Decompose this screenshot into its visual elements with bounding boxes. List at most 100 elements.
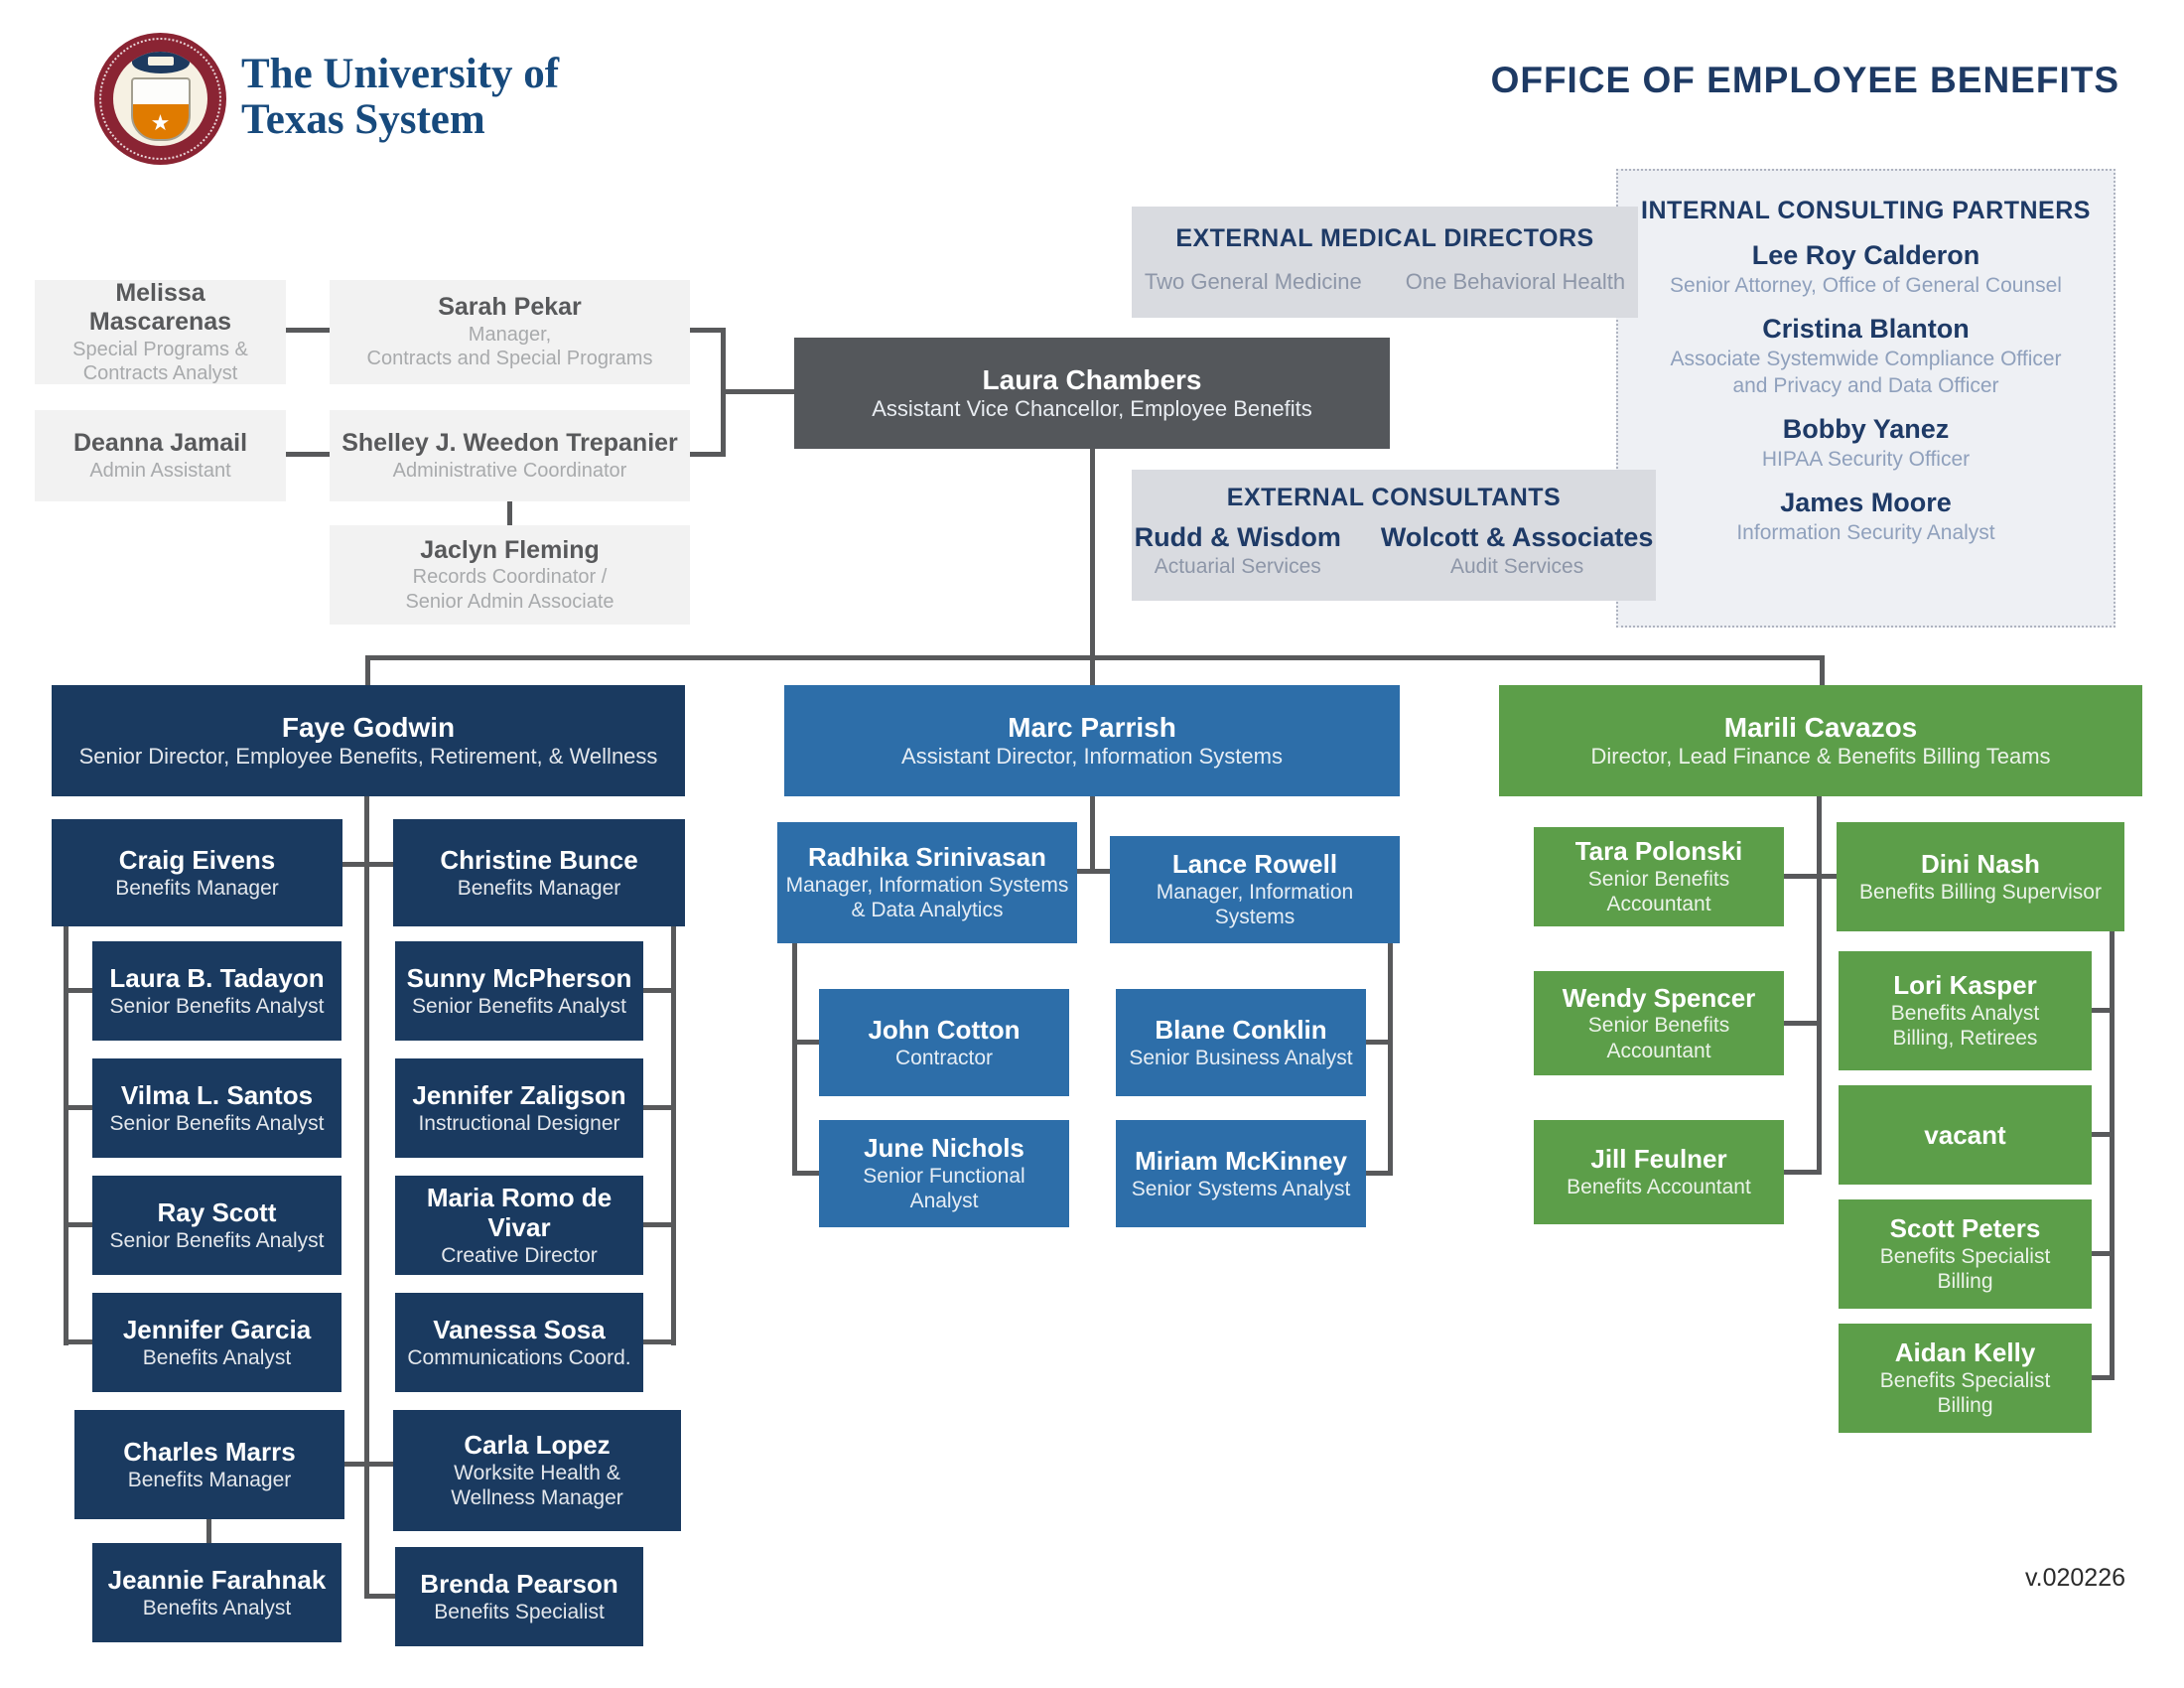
connector-line — [643, 988, 676, 993]
person-title: Benefits Analyst — [142, 1596, 292, 1619]
person-title: Assistant Director, Information Systems — [901, 744, 1283, 770]
org-node-lori-kasper: Lori Kasper Benefits Analyst Billing, Re… — [1839, 951, 2092, 1070]
person-title: Special Programs & Contracts Analyst — [72, 338, 248, 384]
person-title: Senior Benefits Analyst — [109, 1111, 325, 1135]
connector-line — [643, 1339, 676, 1344]
person-name: Jennifer Zaligson — [412, 1079, 626, 1110]
org-node-john-cotton: John Cotton Contractor — [819, 989, 1069, 1096]
org-node-marili-cavazos: Marili Cavazos Director, Lead Finance & … — [1499, 685, 2142, 796]
org-node-christine-bunce: Christine Bunce Benefits Manager — [393, 819, 685, 926]
person-name: Wendy Spencer — [1562, 982, 1756, 1013]
person-title: Director, Lead Finance & Benefits Billin… — [1590, 744, 2051, 770]
org-node-faye-godwin: Faye Godwin Senior Director, Employee Be… — [52, 685, 685, 796]
external-medical-directors-panel: EXTERNAL MEDICAL DIRECTORS Two General M… — [1132, 207, 1638, 318]
seal-ring — [99, 38, 221, 160]
person-name: Brenda Pearson — [420, 1568, 618, 1599]
consultant-entry: Wolcott & Associates Audit Services — [1381, 522, 1654, 579]
org-node-jaclyn-fleming: Jaclyn Fleming Records Coordinator / Sen… — [330, 525, 690, 625]
person-title: Admin Assistant — [89, 459, 231, 482]
org-node-aidan-kelly: Aidan Kelly Benefits Specialist Billing — [1839, 1324, 2092, 1433]
person-name: Vanessa Sosa — [433, 1314, 606, 1344]
org-node-carla-lopez: Carla Lopez Worksite Health & Wellness M… — [393, 1410, 681, 1531]
connector-line — [2110, 928, 2115, 1380]
person-name: Maria Romo de Vivar — [426, 1182, 613, 1243]
person-title: Senior Benefits Analyst — [109, 994, 325, 1018]
person-name: Dini Nash — [1921, 848, 2040, 879]
connector-line — [364, 1594, 395, 1599]
person-title: Manager, Information Systems & Data Anal… — [785, 873, 1069, 922]
internal-consulting-partners-panel: INTERNAL CONSULTING PARTNERS Lee Roy Cal… — [1616, 169, 2116, 628]
person-name: Charles Marrs — [123, 1436, 296, 1467]
connector-line — [1366, 1171, 1393, 1176]
person-title: Senior Benefits Accountant — [1587, 867, 1730, 916]
partner-entry: Cristina Blanton Associate Systemwide Co… — [1618, 314, 2114, 399]
partner-title: Senior Attorney, Office of General Couns… — [1670, 274, 2062, 298]
person-name: Shelley J. Weedon Trepanier — [341, 429, 678, 458]
person-name: Aidan Kelly — [1894, 1337, 2036, 1368]
panel-title: INTERNAL CONSULTING PARTNERS — [1641, 197, 2091, 224]
person-title: Senior Benefits Accountant — [1587, 1014, 1730, 1062]
page-title: OFFICE OF EMPLOYEE BENEFITS — [1490, 60, 2119, 100]
person-title: Records Coordinator / Senior Admin Assoc… — [405, 566, 614, 613]
org-node-jill-feulner: Jill Feulner Benefits Accountant — [1534, 1120, 1784, 1224]
person-title: Senior Functional Analyst — [863, 1164, 1025, 1213]
person-title: Benefits Manager — [457, 876, 621, 900]
org-node-vanessa-sosa: Vanessa Sosa Communications Coord. — [395, 1293, 643, 1392]
person-title: Senior Systems Analyst — [1131, 1177, 1351, 1200]
person-name: Jill Feulner — [1590, 1144, 1727, 1175]
connector-line — [64, 1339, 92, 1344]
person-name: Faye Godwin — [281, 712, 456, 744]
person-title: Senior Director, Employee Benefits, Reti… — [78, 744, 658, 770]
person-title: Administrative Coordinator — [392, 459, 627, 482]
connector-line — [2092, 1132, 2115, 1137]
partner-entry: Bobby Yanez HIPAA Security Officer — [1618, 414, 2114, 473]
org-node-jennifer-zaligson: Jennifer Zaligson Instructional Designer — [395, 1058, 643, 1158]
connector-line — [1784, 874, 1837, 879]
person-title: Senior Benefits Analyst — [109, 1228, 325, 1252]
person-title: Manager, Contracts and Special Programs — [366, 323, 653, 370]
person-name: Sunny McPherson — [406, 962, 632, 993]
org-node-laura-tadayon: Laura B. Tadayon Senior Benefits Analyst — [92, 941, 341, 1041]
seal-inner: ★ — [113, 52, 207, 146]
connector-line — [64, 923, 68, 1345]
person-title: Benefits Manager — [127, 1468, 292, 1491]
person-name: Ray Scott — [157, 1196, 277, 1227]
person-name: Jaclyn Fleming — [420, 535, 600, 564]
person-title: Instructional Designer — [418, 1111, 620, 1135]
connector-line — [64, 1222, 92, 1227]
org-node-jeannie-farahnak: Jeannie Farahnak Benefits Analyst — [92, 1543, 341, 1642]
person-name: Tara Polonski — [1574, 836, 1743, 867]
org-node-dini-nash: Dini Nash Benefits Billing Supervisor — [1837, 822, 2124, 931]
person-name: Blane Conklin — [1155, 1014, 1327, 1045]
connector-line — [643, 1105, 676, 1110]
panel-title: EXTERNAL CONSULTANTS — [1226, 484, 1562, 511]
connector-line — [671, 923, 676, 1345]
partner-title: Information Security Analyst — [1736, 521, 1995, 545]
ut-system-seal-icon: ★ — [94, 33, 226, 165]
connector-line — [342, 862, 393, 867]
connector-line — [1784, 1021, 1822, 1026]
org-node-melissa-mascarenas: Melissa Mascarenas Special Programs & Co… — [35, 278, 286, 384]
ut-system-wordmark: The University of Texas System — [241, 52, 559, 142]
org-node-shelley-weedon-trepanier: Shelley J. Weedon Trepanier Administrati… — [330, 410, 690, 501]
person-name: Sarah Pekar — [438, 293, 582, 322]
person-title: Creative Director — [441, 1243, 598, 1267]
org-node-marc-parrish: Marc Parrish Assistant Director, Informa… — [784, 685, 1400, 796]
connector-line — [2092, 1375, 2115, 1380]
connector-line — [507, 501, 512, 525]
person-name: Melissa Mascarenas — [88, 278, 232, 337]
org-node-tara-polonski: Tara Polonski Senior Benefits Accountant — [1534, 827, 1784, 926]
person-name: Radhika Srinivasan — [808, 842, 1046, 873]
external-medical-item: One Behavioral Health — [1405, 269, 1626, 294]
partner-name: James Moore — [1780, 488, 1952, 518]
partner-name: Cristina Blanton — [1762, 314, 1970, 345]
connector-line — [1784, 1170, 1822, 1175]
person-title: Senior Benefits Analyst — [412, 994, 626, 1018]
connector-line — [2092, 1008, 2115, 1013]
connector-line — [1820, 655, 1825, 685]
person-title: Benefits Accountant — [1567, 1176, 1751, 1199]
person-title: Assistant Vice Chancellor, Employee Bene… — [872, 396, 1312, 422]
org-node-ray-scott: Ray Scott Senior Benefits Analyst — [92, 1176, 341, 1275]
version-label: v.020226 — [2025, 1564, 2126, 1592]
